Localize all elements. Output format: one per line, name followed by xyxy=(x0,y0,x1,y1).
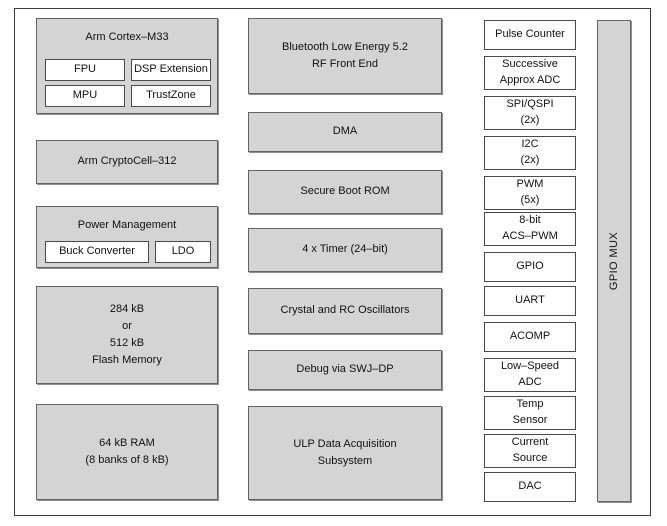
sub-block-trustzone[interactable]: TrustZone xyxy=(131,85,211,107)
sub-label-dsp-extension: DSP Extension xyxy=(134,63,208,76)
peripheral-low-speed-adc[interactable]: Low–Speed ADC xyxy=(484,358,576,392)
ble-line-2: RF Front End xyxy=(311,58,379,70)
sub-block-fpu[interactable]: FPU xyxy=(45,59,125,81)
i2c-line-2: (2x) xyxy=(520,154,540,166)
block-title-cortex: Arm Cortex–M33 xyxy=(85,31,169,43)
block-arm-cryptocell-312[interactable]: Arm CryptoCell–312 xyxy=(36,140,218,184)
flash-line-1: 284 kB xyxy=(109,302,145,315)
sub-label-trustzone: TrustZone xyxy=(146,89,196,102)
ram-line-2: (8 banks of 8 kB) xyxy=(85,454,169,466)
ble-line-1: Bluetooth Low Energy 5.2 xyxy=(282,40,408,53)
uart-label: UART xyxy=(515,294,545,307)
peripheral-acs-pwm[interactable]: 8-bit ACS–PWM xyxy=(484,212,576,246)
temp-sensor-line-2: Sensor xyxy=(512,414,548,426)
successive-approx-adc-line-2: Approx ADC xyxy=(499,74,561,86)
block-title-power-management: Power Management xyxy=(77,219,177,231)
temp-sensor-line-1: Temp xyxy=(516,398,544,411)
block-crystal-rc-oscillators[interactable]: Crystal and RC Oscillators xyxy=(248,288,442,334)
block-gpio-mux[interactable]: GPIO MUX xyxy=(597,20,631,502)
sub-label-ldo: LDO xyxy=(171,245,195,258)
successive-approx-adc-line-1: Successive xyxy=(502,58,558,71)
block-arm-cortex-m33[interactable]: Arm Cortex–M33 FPU DSP Extension MPU Tru… xyxy=(36,18,218,114)
pwm-line-2: (5x) xyxy=(520,194,540,206)
peripheral-gpio[interactable]: GPIO xyxy=(484,252,576,282)
low-speed-adc-line-2: ADC xyxy=(518,376,542,388)
block-ulp-data-acquisition-subsystem[interactable]: ULP Data Acquisition Subsystem xyxy=(248,406,442,500)
spi-qspi-line-1: SPI/QSPI xyxy=(506,98,554,111)
peripheral-acomp[interactable]: ACOMP xyxy=(484,322,576,352)
peripheral-pulse-counter[interactable]: Pulse Counter xyxy=(484,20,576,50)
ram-line-1: 64 kB RAM xyxy=(99,436,155,449)
sub-label-buck-converter: Buck Converter xyxy=(59,245,135,258)
dma-label: DMA xyxy=(332,125,358,138)
block-flash-memory[interactable]: 284 kB or 512 kB Flash Memory xyxy=(36,286,218,384)
block-timer[interactable]: 4 x Timer (24–bit) xyxy=(248,228,442,272)
sub-block-buck-converter[interactable]: Buck Converter xyxy=(45,241,149,263)
i2c-line-1: I2C xyxy=(521,138,539,151)
pwm-line-1: PWM xyxy=(516,178,544,191)
peripheral-successive-approx-adc[interactable]: Successive Approx ADC xyxy=(484,56,576,90)
block-secure-boot-rom[interactable]: Secure Boot ROM xyxy=(248,170,442,214)
sub-label-fpu: FPU xyxy=(74,63,96,76)
peripheral-spi-qspi[interactable]: SPI/QSPI (2x) xyxy=(484,96,576,130)
sub-block-ldo[interactable]: LDO xyxy=(155,241,211,263)
ulp-line-2: Subsystem xyxy=(317,455,373,467)
boot-rom-label: Secure Boot ROM xyxy=(300,185,390,198)
low-speed-adc-line-1: Low–Speed xyxy=(500,360,560,373)
peripheral-i2c[interactable]: I2C (2x) xyxy=(484,136,576,170)
gpio-mux-label: GPIO MUX xyxy=(608,231,620,291)
sub-block-dsp-extension[interactable]: DSP Extension xyxy=(131,59,211,81)
dac-label: DAC xyxy=(518,480,542,493)
sub-block-mpu[interactable]: MPU xyxy=(45,85,125,107)
block-bluetooth-low-energy[interactable]: Bluetooth Low Energy 5.2 RF Front End xyxy=(248,18,442,94)
block-dma[interactable]: DMA xyxy=(248,112,442,152)
block-title-cryptocell: Arm CryptoCell–312 xyxy=(77,155,177,168)
acs-pwm-line-1: 8-bit xyxy=(519,214,541,227)
sub-label-mpu: MPU xyxy=(72,89,98,102)
peripheral-temp-sensor[interactable]: Temp Sensor xyxy=(484,396,576,430)
current-source-line-2: Source xyxy=(512,452,548,464)
block-ram[interactable]: 64 kB RAM (8 banks of 8 kB) xyxy=(36,404,218,500)
peripheral-current-source[interactable]: Current Source xyxy=(484,434,576,468)
pulse-counter-label: Pulse Counter xyxy=(495,28,565,41)
gpio-label: GPIO xyxy=(516,260,544,273)
ulp-line-1: ULP Data Acquisition xyxy=(293,437,397,450)
timer-label: 4 x Timer (24–bit) xyxy=(302,243,388,256)
peripheral-dac[interactable]: DAC xyxy=(484,472,576,502)
block-power-management[interactable]: Power Management Buck Converter LDO xyxy=(36,206,218,268)
spi-qspi-line-2: (2x) xyxy=(520,114,540,126)
current-source-line-1: Current xyxy=(511,436,549,449)
peripheral-uart[interactable]: UART xyxy=(484,286,576,316)
acomp-label: ACOMP xyxy=(509,330,551,343)
block-debug-swj-dp[interactable]: Debug via SWJ–DP xyxy=(248,350,442,390)
acs-pwm-line-2: ACS–PWM xyxy=(502,230,558,242)
debug-label: Debug via SWJ–DP xyxy=(296,363,394,376)
flash-line-3: 512 kB xyxy=(109,337,145,349)
oscillators-label: Crystal and RC Oscillators xyxy=(280,304,410,317)
flash-line-2: or xyxy=(122,319,132,332)
peripheral-pwm[interactable]: PWM (5x) xyxy=(484,176,576,210)
flash-line-4: Flash Memory xyxy=(92,354,162,367)
